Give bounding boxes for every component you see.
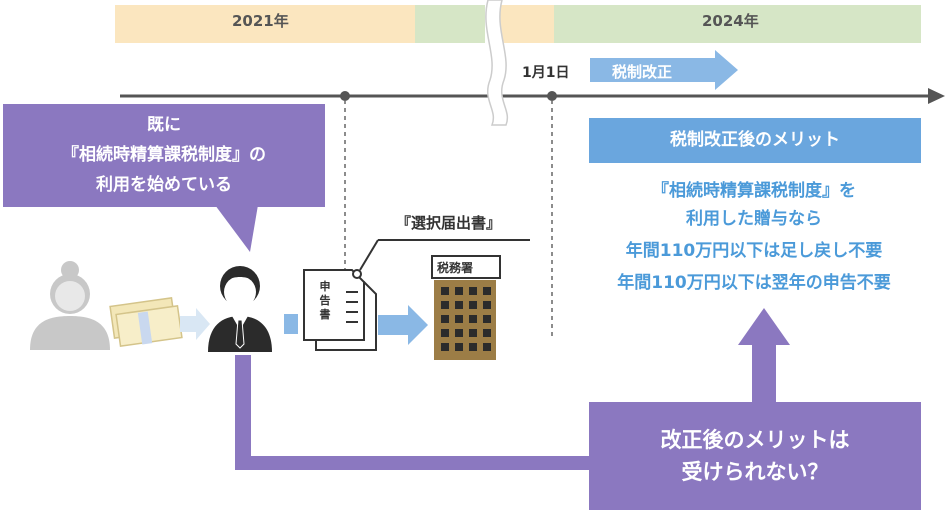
building-window <box>469 343 477 351</box>
up-arrow-head <box>738 308 790 345</box>
question-line-1: 改正後のメリットは <box>660 428 850 452</box>
building-window <box>441 315 449 323</box>
date-label: 1月1日 <box>522 65 570 81</box>
building-window <box>441 287 449 295</box>
question-connector <box>235 355 595 470</box>
building-window <box>455 301 463 309</box>
money-bundle-icon <box>109 296 183 348</box>
year-label-2021: 2021年 <box>232 12 289 30</box>
merit-line-4: 年間110万円以下は翌年の申告不要 <box>617 273 891 293</box>
building-window <box>441 301 449 309</box>
gift-arrow <box>180 308 210 340</box>
callout-line-3: 利用を始めている <box>96 175 232 195</box>
building-window <box>483 315 491 323</box>
building-window <box>469 329 477 337</box>
selection-form-label: 『選択届出書』 <box>396 214 502 232</box>
building-window <box>469 287 477 295</box>
merit-header: 税制改正後のメリット <box>589 118 921 163</box>
building-window <box>469 315 477 323</box>
label-leader-d <box>359 239 379 271</box>
callout-pointer <box>215 205 258 252</box>
timeline-point-selection <box>340 91 350 101</box>
merit-line-1: 『相続時精算課税制度』を <box>652 181 856 201</box>
question-box: 改正後のメリットは 受けられない？ <box>589 402 921 510</box>
year-band-gap-2 <box>500 5 554 43</box>
merit-line-3: 年間110万円以下は足し戻し不要 <box>625 241 883 261</box>
building-window <box>483 301 491 309</box>
tax-return-document-icon <box>303 269 377 351</box>
reform-arrow-label: 税制改正 <box>612 63 673 81</box>
building-window <box>455 315 463 323</box>
man-icon <box>208 266 272 352</box>
callout-line-2: 『相続時精算課税制度』の <box>62 145 266 165</box>
up-arrow-shaft <box>752 340 776 402</box>
document-text: 申告書 <box>319 280 331 321</box>
timeline-arrowhead <box>928 88 945 104</box>
building-window <box>483 343 491 351</box>
building-window <box>483 329 491 337</box>
building-window <box>455 329 463 337</box>
year-band-2024 <box>554 5 921 43</box>
year-label-2024: 2024年 <box>702 12 759 30</box>
callout-line-1: 既に <box>147 115 181 135</box>
building-window <box>469 301 477 309</box>
question-line-2: 受けられない？ <box>681 460 829 484</box>
tax-office-building-icon <box>431 255 501 360</box>
timeline-point-jan1 <box>547 91 557 101</box>
grandmother-face <box>55 281 85 311</box>
building-window <box>441 343 449 351</box>
submit-arrow <box>378 305 428 345</box>
year-band-2021 <box>115 5 415 43</box>
callout-already-using: 既に 『相続時精算課税制度』の 利用を始めている <box>3 104 325 207</box>
submit-arrow-shaft-1 <box>284 314 298 334</box>
timeline-break <box>485 0 509 126</box>
building-window <box>455 343 463 351</box>
label-leader-dot <box>352 269 362 279</box>
merit-line-2: 利用した贈与なら <box>686 209 822 229</box>
building-window <box>455 287 463 295</box>
tax-office-sign: 税務署 <box>437 261 474 275</box>
reform-arrow <box>590 50 738 90</box>
building-window <box>441 329 449 337</box>
building-window <box>483 287 491 295</box>
year-band-gap <box>415 5 485 43</box>
